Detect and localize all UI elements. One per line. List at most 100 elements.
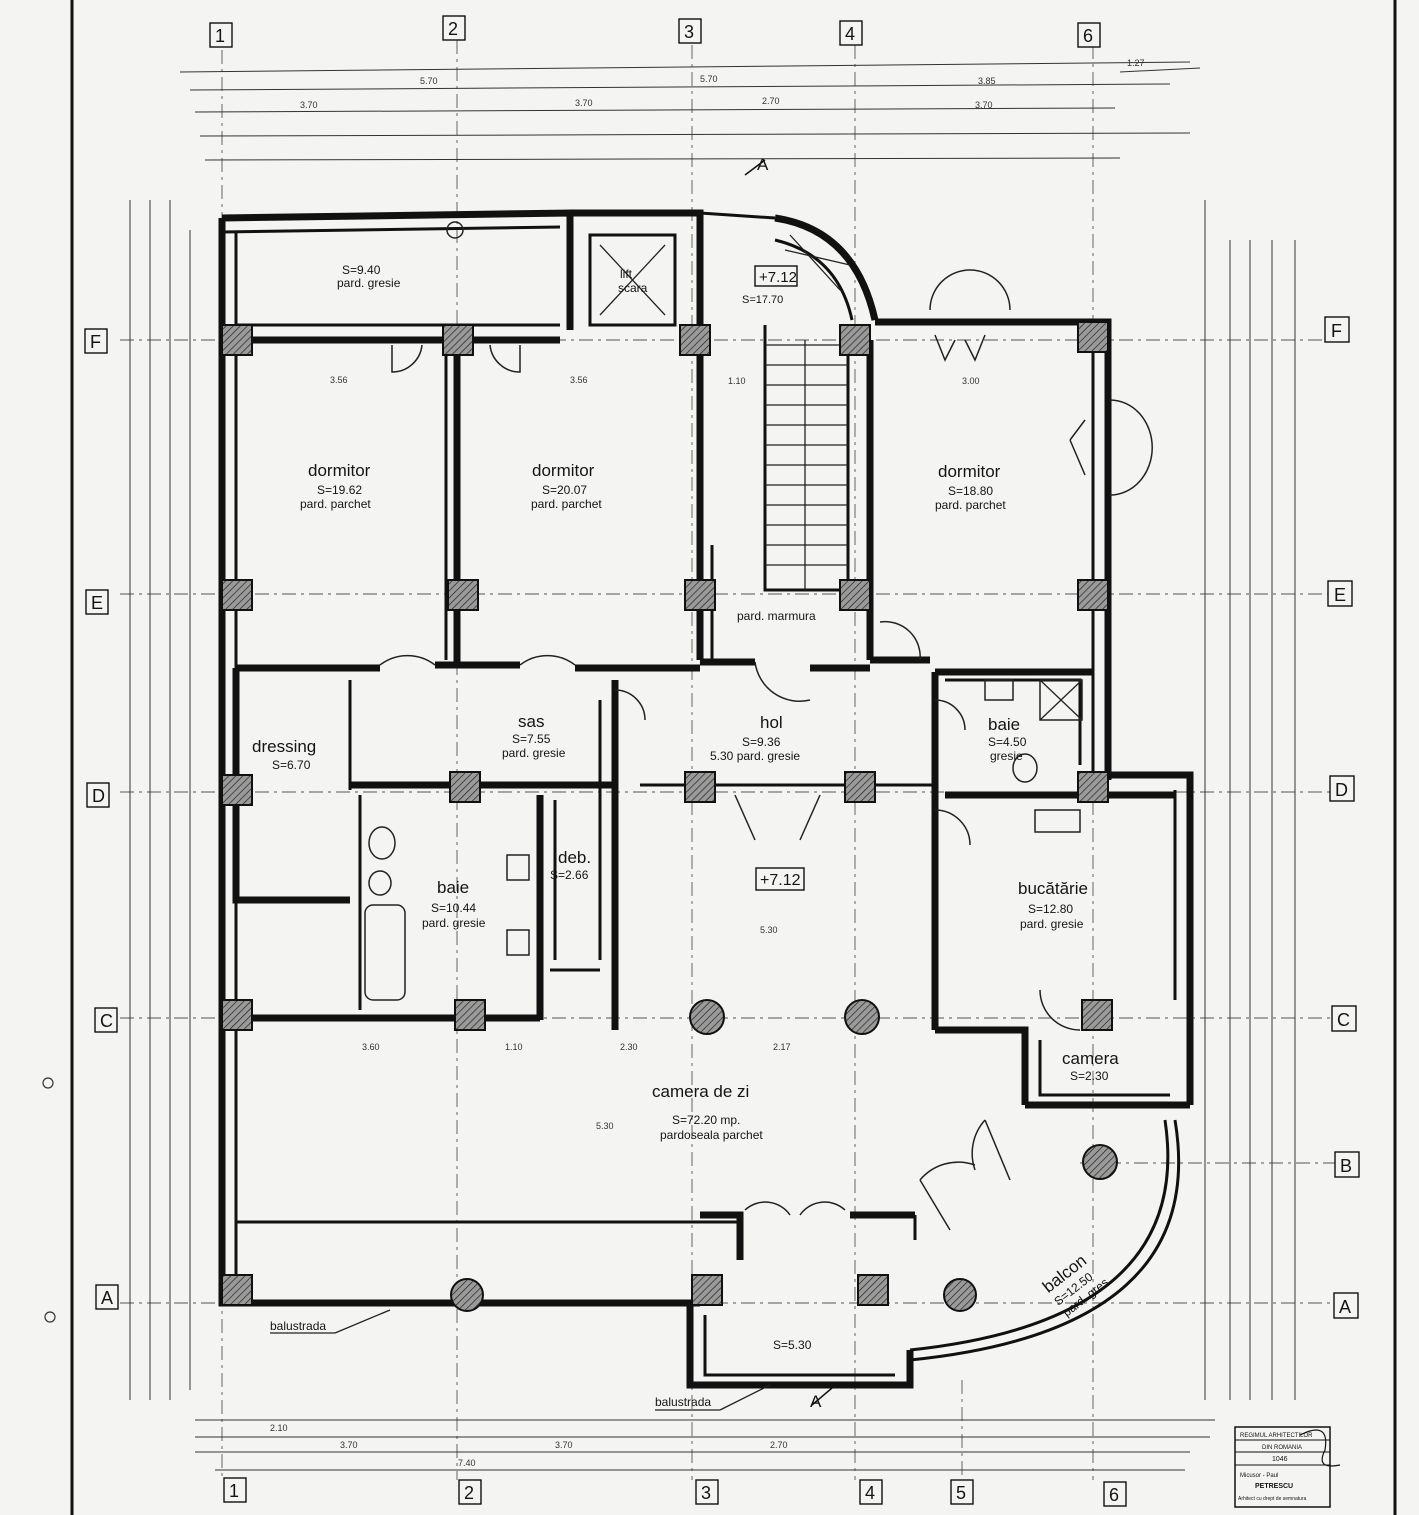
room-bucatarie: bucătărie S=12.80 pard. gresie (1018, 879, 1088, 931)
room-dormitor-1: dormitor S=19.62 pard. parchet (300, 461, 371, 511)
svg-text:3.60: 3.60 (362, 1042, 380, 1052)
svg-text:dormitor: dormitor (938, 462, 1001, 481)
svg-text:baie: baie (437, 878, 469, 897)
svg-text:C: C (1337, 1010, 1350, 1030)
svg-text:5.30: 5.30 (760, 925, 778, 935)
svg-text:5.30 pard. gresie: 5.30 pard. gresie (710, 749, 800, 763)
svg-text:sas: sas (518, 712, 544, 731)
svg-text:S=12.80: S=12.80 (1028, 902, 1073, 916)
svg-text:S=4.50: S=4.50 (988, 735, 1027, 749)
shower (1039, 679, 1083, 721)
svg-text:5.70: 5.70 (420, 76, 438, 86)
axis-label-2-top: 2 (442, 15, 466, 41)
svg-text:6: 6 (1083, 26, 1093, 46)
axis-label-d-right: D (1329, 775, 1355, 802)
svg-text:2: 2 (464, 1483, 474, 1503)
svg-text:1.27: 1.27 (1127, 58, 1145, 68)
svg-text:dressing: dressing (252, 737, 316, 756)
stair-treads (765, 234, 851, 590)
room-dormitor-2: dormitor S=20.07 pard. parchet (531, 461, 602, 511)
svg-text:dormitor: dormitor (308, 461, 371, 480)
svg-text:S=72.20 mp.: S=72.20 mp. (672, 1113, 740, 1127)
svg-text:pardoseala parchet: pardoseala parchet (660, 1128, 763, 1142)
svg-text:pard. gresie: pard. gresie (502, 746, 566, 760)
room-hol: hol S=9.36 5.30 pard. gresie (710, 713, 800, 763)
svg-text:1: 1 (215, 26, 225, 46)
svg-text:3.70: 3.70 (575, 98, 593, 108)
svg-text:7.40: 7.40 (458, 1458, 476, 1468)
svg-text:S=5.30: S=5.30 (773, 1338, 812, 1352)
svg-text:2: 2 (448, 19, 458, 39)
svg-text:D: D (92, 786, 105, 806)
bottom-dimension-lines: 2.10 3.70 3.70 2.70 7.40 (195, 1419, 1215, 1471)
svg-text:C: C (100, 1011, 113, 1031)
svg-text:S=2.66: S=2.66 (550, 868, 589, 882)
axis-label-6-bottom: 6 (1103, 1481, 1127, 1507)
svg-text:3.00: 3.00 (962, 376, 980, 386)
svg-text:E: E (1334, 585, 1346, 605)
svg-text:3: 3 (684, 22, 694, 42)
axis-label-3-bottom: 3 (695, 1479, 719, 1505)
room-deb: deb. S=2.66 (550, 848, 591, 882)
room-lift: lift scara (618, 267, 648, 295)
axis-label-c-left: C (94, 1007, 118, 1033)
svg-text:S=10.44: S=10.44 (431, 901, 476, 915)
svg-text:1: 1 (229, 1481, 239, 1501)
section-mark-bottom: A (810, 1387, 833, 1411)
doors (379, 269, 1153, 1231)
svg-text:D: D (1335, 780, 1348, 800)
svg-text:4: 4 (865, 1483, 875, 1503)
svg-text:1046: 1046 (1272, 1456, 1288, 1463)
note-balustrade-bottom: balustrada (655, 1384, 771, 1411)
room-camera: camera S=2.30 (1062, 1049, 1119, 1083)
svg-text:S=20.07: S=20.07 (542, 483, 587, 497)
svg-text:2.70: 2.70 (762, 96, 780, 106)
svg-text:4: 4 (845, 24, 855, 44)
room-camera-de-zi: camera de zi S=72.20 mp. pardoseala parc… (652, 1082, 763, 1142)
svg-text:F: F (90, 332, 101, 352)
svg-text:S=2.30: S=2.30 (1070, 1069, 1109, 1083)
svg-text:S=9.40: S=9.40 (342, 263, 381, 277)
svg-text:F: F (1331, 321, 1342, 341)
room-dressing: dressing S=6.70 (252, 737, 316, 772)
svg-text:S=6.70: S=6.70 (272, 758, 311, 772)
room-sas: sas S=7.55 pard. gresie (502, 712, 566, 760)
top-dimension-lines: 3.70 3.70 2.70 3.70 1.27 5.70 5.70 3.85 (179, 58, 1201, 161)
sink-3 (984, 679, 1014, 701)
axis-label-b-right: B (1334, 1151, 1360, 1178)
svg-text:6: 6 (1109, 1485, 1119, 1505)
svg-text:S=9.36: S=9.36 (742, 735, 781, 749)
level-marker-hol: +7.12 (755, 867, 805, 891)
svg-text:balustrada: balustrada (655, 1395, 711, 1409)
svg-text:1.10: 1.10 (728, 376, 746, 386)
svg-text:2.10: 2.10 (270, 1423, 288, 1433)
svg-text:S=18.80: S=18.80 (948, 484, 993, 498)
axis-label-1-bottom: 1 (223, 1477, 247, 1503)
svg-text:2.30: 2.30 (620, 1042, 638, 1052)
note-balustrade-left: balustrada (270, 1309, 391, 1334)
room-porch: S=5.30 (773, 1338, 812, 1352)
svg-text:5.70: 5.70 (700, 74, 718, 84)
svg-text:pard. gresie: pard. gresie (337, 276, 401, 290)
svg-text:B: B (1340, 1156, 1352, 1176)
side-dimension-lines (129, 200, 1296, 1400)
level-marker-landing: +7.12 S=17.70 (742, 265, 798, 306)
svg-text:5: 5 (956, 1483, 966, 1503)
svg-text:+7.12: +7.12 (759, 269, 797, 286)
svg-text:3.56: 3.56 (330, 375, 348, 385)
section-mark-top: A (744, 155, 769, 176)
svg-text:Micusor - Paul: Micusor - Paul (1240, 1473, 1278, 1479)
axis-label-4-top: 4 (839, 20, 863, 46)
svg-text:3.70: 3.70 (300, 100, 318, 110)
svg-text:2.17: 2.17 (773, 1042, 791, 1052)
room-baie-2: baie S=10.44 pard. gresie (422, 878, 486, 930)
svg-text:pard. parchet: pard. parchet (935, 498, 1006, 512)
svg-text:pard. marmura: pard. marmura (737, 609, 816, 623)
axis-labels: 1 2 3 4 6 1 2 3 4 5 6 F E D C A F E D C … (84, 15, 1360, 1507)
kitchen-sink (1034, 809, 1081, 833)
svg-text:REGIMUL ARHITECTILOR: REGIMUL ARHITECTILOR (1240, 1433, 1313, 1439)
svg-text:5.30: 5.30 (596, 1121, 614, 1131)
axis-label-f-right: F (1324, 316, 1350, 343)
room-baie-1: baie S=4.50 gresie (988, 715, 1027, 763)
svg-text:E: E (91, 593, 103, 613)
